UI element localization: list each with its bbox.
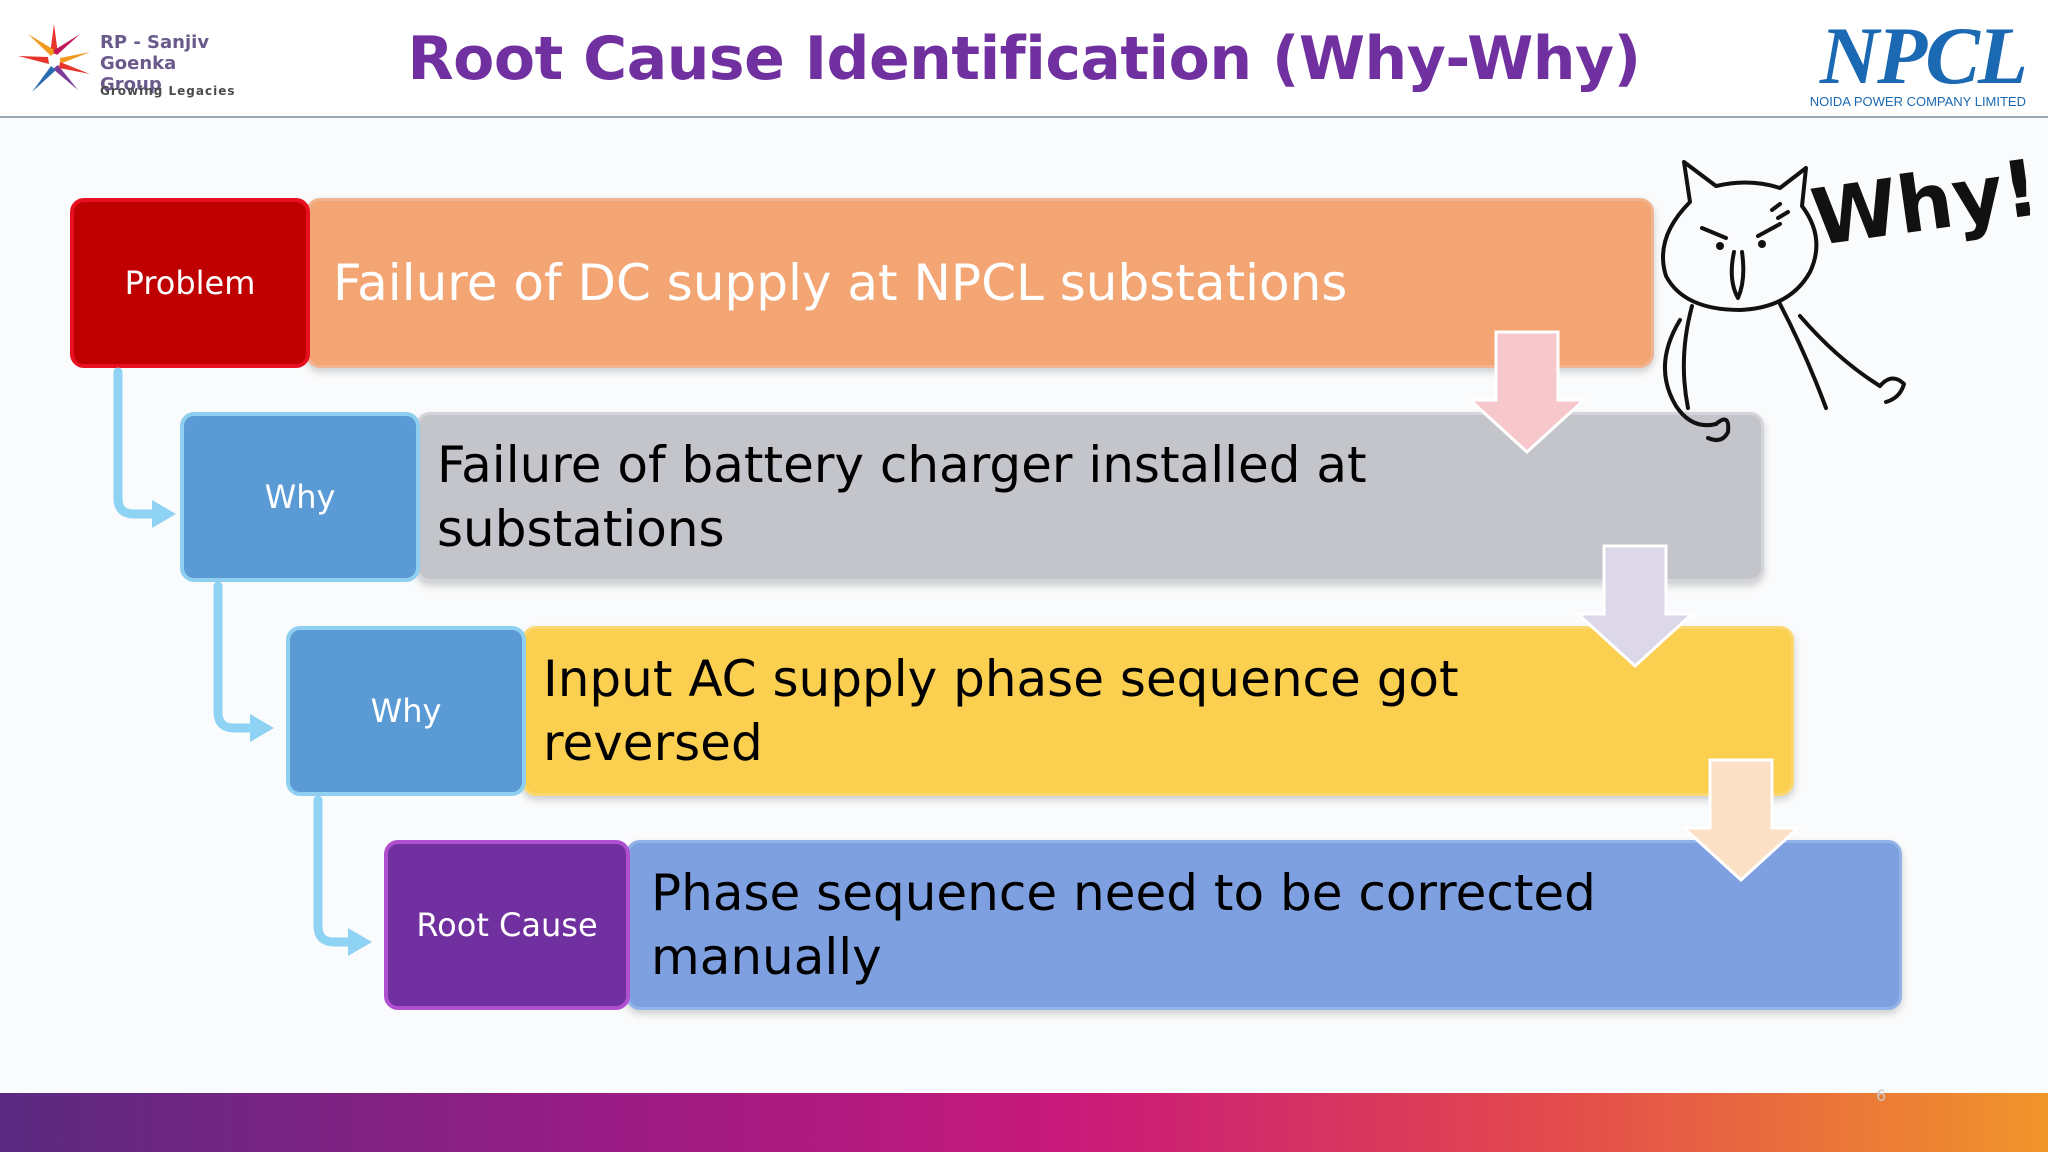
cat-face-marks bbox=[1770, 202, 1790, 220]
cat-brow-left bbox=[1700, 226, 1728, 240]
confused-cat-sticker: Why!? bbox=[1661, 140, 2030, 442]
header-divider bbox=[0, 116, 2048, 118]
problem-statement-text: Failure of DC supply at NPCL substations bbox=[333, 254, 1348, 312]
npcl-company-name: NOIDA POWER COMPANY LIMITED bbox=[1809, 94, 2026, 109]
cat-brow-right bbox=[1756, 222, 1782, 238]
root-cause-label-box: Root Cause bbox=[384, 840, 630, 1010]
cat-eye-right bbox=[1758, 240, 1766, 248]
cat-head-outline bbox=[1661, 160, 1819, 312]
why-exclamation-text: Why!? bbox=[1806, 140, 2030, 264]
slide-header: RP - Sanjiv Goenka Group Growing Legacie… bbox=[0, 0, 2048, 116]
cat-body-outline bbox=[1681, 302, 1828, 410]
rp-group-name: RP - Sanjiv Goenka Group bbox=[100, 32, 210, 95]
elbow-arrowhead-3 bbox=[348, 928, 372, 956]
elbow-arrowhead-2 bbox=[250, 714, 274, 742]
cat-mouth bbox=[1729, 250, 1746, 300]
cat-right-paw bbox=[1878, 376, 1906, 404]
elbow-arrowhead-1 bbox=[152, 500, 176, 528]
cat-left-arm bbox=[1663, 318, 1718, 428]
why-label-box-2: Why bbox=[286, 626, 526, 796]
why-statement-text-2: Input AC supply phase sequence got rever… bbox=[543, 650, 1459, 772]
slide-title: Root Cause Identification (Why-Why) bbox=[407, 24, 1641, 94]
problem-statement-bar: Failure of DC supply at NPCL substations bbox=[306, 198, 1654, 368]
elbow-connector-1 bbox=[113, 367, 161, 519]
why-statement-bar-2: Input AC supply phase sequence got rever… bbox=[522, 626, 1794, 796]
rp-sanjiv-goenka-logo: RP - Sanjiv Goenka Group Growing Legacie… bbox=[14, 18, 274, 108]
npcl-logo: NPCL NOIDA POWER COMPANY LIMITED bbox=[1800, 8, 2032, 112]
cat-eye-left bbox=[1716, 242, 1724, 250]
cat-right-arm bbox=[1798, 314, 1882, 388]
why-statement-bar-1: Failure of battery charger installed at … bbox=[416, 412, 1764, 582]
problem-label-box: Problem bbox=[70, 198, 310, 368]
starburst-logo-icon bbox=[18, 24, 90, 92]
why-label-box-1: Why bbox=[180, 412, 420, 582]
footer-gradient-band bbox=[0, 1093, 2048, 1152]
rp-tagline: Growing Legacies bbox=[100, 84, 236, 98]
slide-number: 6 bbox=[1876, 1086, 1887, 1105]
root-cause-statement-text: Phase sequence need to be corrected manu… bbox=[651, 864, 1596, 986]
npcl-wordmark: NPCL bbox=[1819, 10, 2028, 101]
elbow-connector-3 bbox=[313, 795, 357, 947]
elbow-connector-2 bbox=[213, 581, 259, 733]
root-cause-statement-bar: Phase sequence need to be corrected manu… bbox=[626, 840, 1902, 1010]
cat-left-paw bbox=[1706, 417, 1731, 442]
why-statement-text-1: Failure of battery charger installed at … bbox=[437, 436, 1367, 558]
